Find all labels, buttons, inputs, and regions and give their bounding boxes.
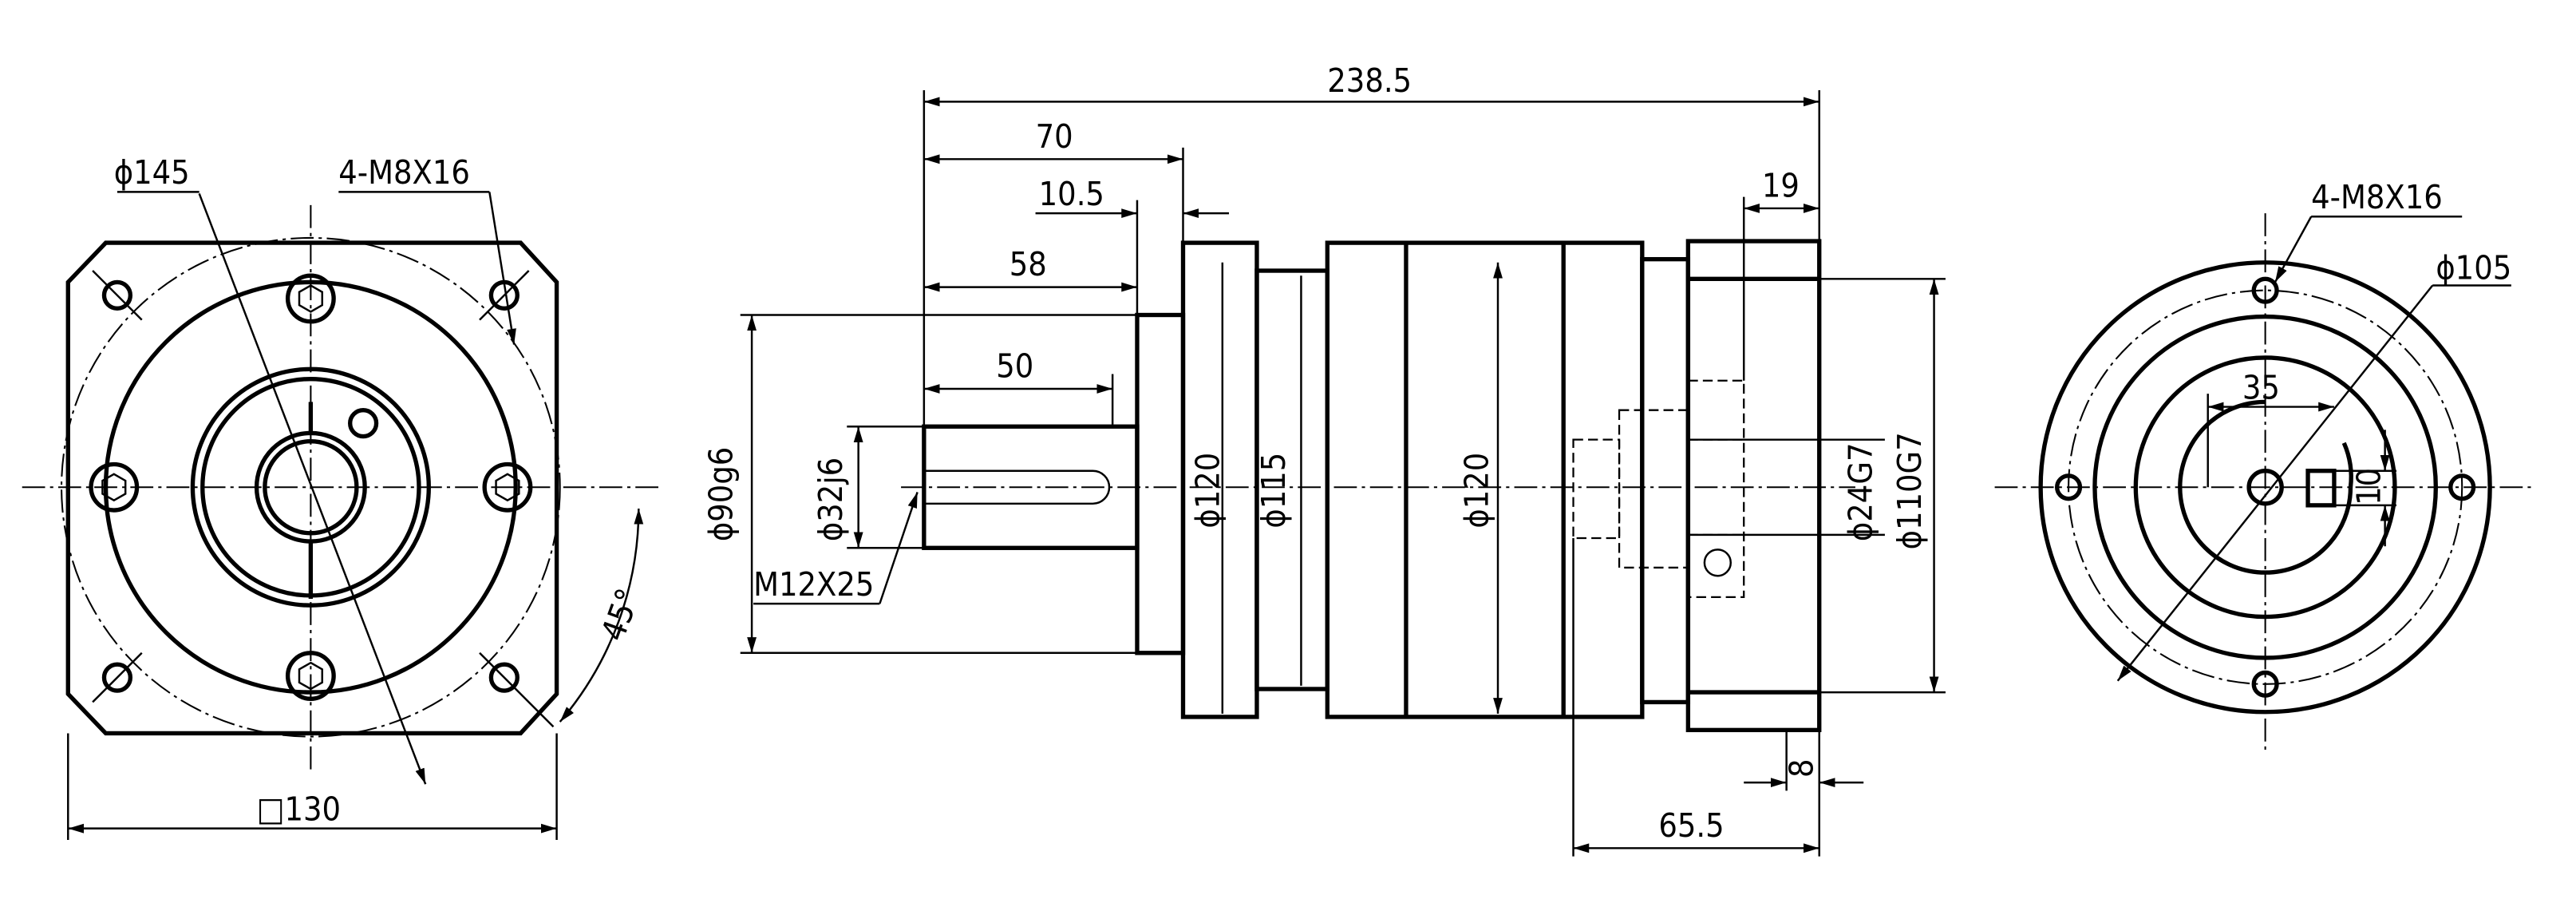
neck-diameter-label: ϕ115 [1254, 453, 1293, 529]
rear-key-width-label: 10 [2349, 468, 2388, 505]
front-thread-label: 4-M8X16 [338, 153, 470, 192]
input-length-label: 65.5 [1658, 806, 1724, 845]
front-angle-label: 45° [594, 584, 648, 646]
front-view: ϕ145 4-M8X16 45° □130 [22, 153, 658, 841]
side-view: 238.5 70 10.5 58 50 ϕ90g6 ϕ32j6 M12X25 ϕ… [701, 61, 1946, 857]
body-diameter-label: ϕ120 [1458, 453, 1496, 529]
thread-hole-icon [92, 270, 555, 728]
shaft-to-pilot-label: 58 [1009, 245, 1047, 283]
pilot-thickness-label: 10.5 [1039, 175, 1104, 213]
input-step-label: 8 [1783, 758, 1821, 778]
input-pilot-label: ϕ110G7 [1891, 432, 1929, 549]
rear-thread-label: 4-M8X16 [2311, 178, 2443, 216]
input-bore-label: ϕ24G7 [1841, 443, 1879, 542]
thread-hole-icon [2055, 276, 2476, 698]
shaft-to-flange-label: 70 [1036, 117, 1073, 156]
pilot-diameter-label: ϕ90g6 [701, 447, 740, 541]
rear-view: 4-M8X16 ϕ105 35 10 [1994, 178, 2536, 755]
input-flange-depth-label: 19 [1762, 167, 1800, 205]
front-bolt-circle-label: ϕ145 [114, 153, 190, 192]
bolt-hole-icon [89, 273, 533, 701]
rear-bolt-circle-label: ϕ105 [2436, 248, 2511, 287]
flange-diameter-label: ϕ120 [1189, 453, 1227, 529]
overall-length-label: 238.5 [1327, 61, 1412, 100]
shaft-diameter-label: ϕ32j6 [812, 457, 850, 541]
front-square-label: □130 [257, 790, 341, 828]
shaft-length-label: 50 [996, 347, 1033, 386]
rear-offset-label: 35 [2242, 368, 2280, 406]
center-thread-label: M12X25 [753, 565, 874, 604]
